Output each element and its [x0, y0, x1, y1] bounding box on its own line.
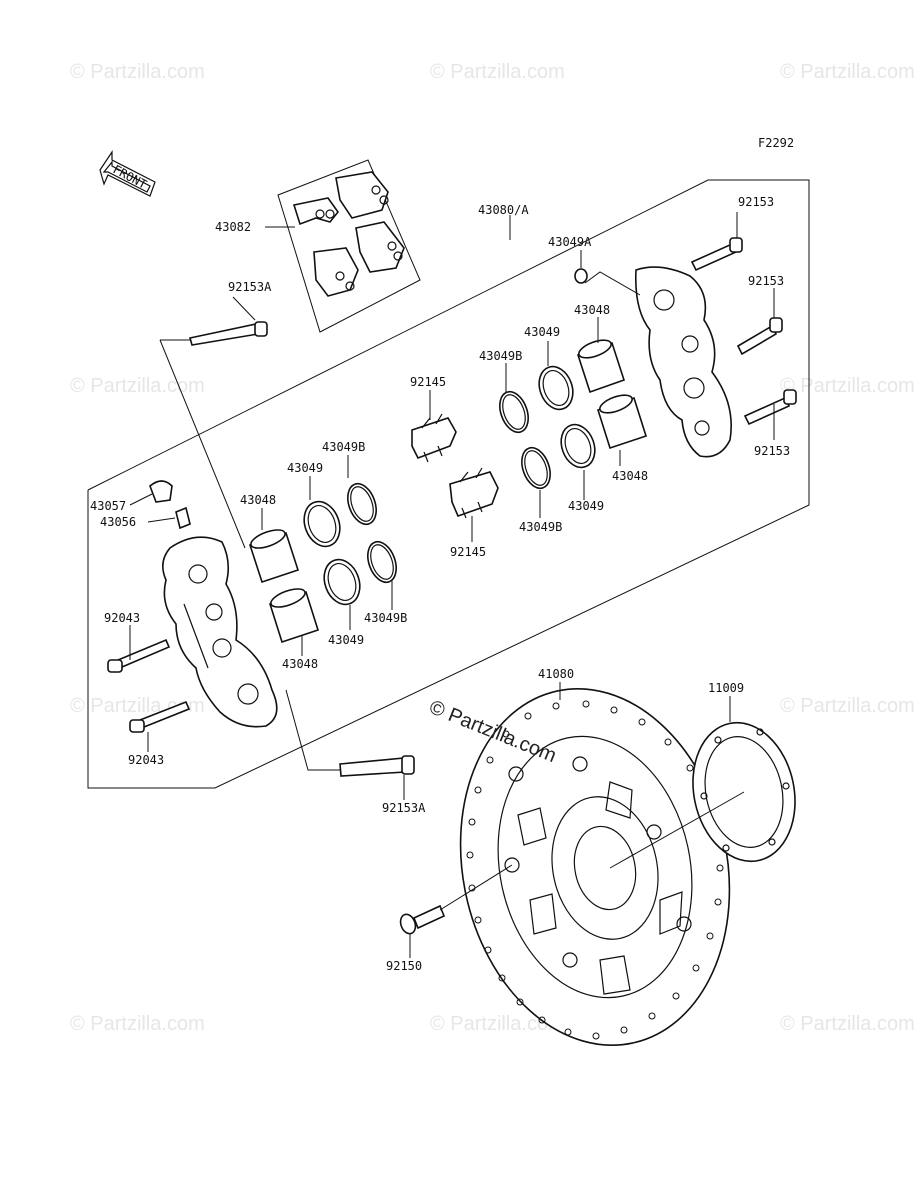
label-43056: 43056 — [100, 515, 136, 529]
cap-43057 — [149, 480, 173, 503]
label-11009: 11009 — [708, 681, 744, 695]
label-43049B-l2: 43049B — [364, 611, 407, 625]
bolt-92153-3 — [743, 389, 797, 426]
label-43048-mr: 43048 — [612, 469, 648, 483]
label-43049-l1: 43049 — [287, 461, 323, 475]
pad-spring-92145-bottom — [449, 467, 499, 519]
label-43049-mr: 43049 — [568, 499, 604, 513]
caliper-right — [634, 266, 732, 458]
label-43080A: 43080/A — [478, 203, 529, 217]
watermark: © Partzilla.com — [780, 695, 915, 717]
label-43049-tr: 43049 — [524, 325, 560, 339]
watermark: © Partzilla.com — [430, 1013, 565, 1035]
label-92153A-top: 92153A — [228, 280, 272, 294]
label-43049B-l1: 43049B — [322, 440, 365, 454]
watermark: © Partzilla.com — [780, 375, 915, 397]
watermark: © Partzilla.com — [70, 61, 205, 83]
label-43049B-tr: 43049B — [479, 349, 522, 363]
label-92145-bottom: 92145 — [450, 545, 486, 559]
pad-spring-92145-top — [411, 413, 457, 463]
bolt-92153A-bottom — [339, 755, 415, 777]
label-43049B-mr: 43049B — [519, 520, 562, 534]
label-43057: 43057 — [90, 499, 126, 513]
label-92153-1: 92153 — [738, 195, 774, 209]
front-arrow-icon: FRONT — [99, 150, 156, 197]
watermark: © Partzilla.com — [430, 61, 565, 83]
label-92153-3: 92153 — [754, 444, 790, 458]
figure-code: F2292 — [758, 136, 794, 150]
watermark: © Partzilla.com — [70, 1013, 205, 1035]
label-43048-l1: 43048 — [240, 493, 276, 507]
bolt-92153-2 — [736, 317, 783, 356]
caliper-left — [162, 536, 278, 728]
label-92150: 92150 — [386, 959, 422, 973]
watermark: © Partzilla.com — [780, 1013, 915, 1035]
label-41080: 41080 — [538, 667, 574, 681]
label-43049-l2: 43049 — [328, 633, 364, 647]
bolt-92153-1 — [690, 237, 743, 272]
watermarks: © Partzilla.com © Partzilla.com © Partzi… — [70, 61, 915, 1035]
bleeder-43056 — [175, 506, 191, 530]
label-43048-l2: 43048 — [282, 657, 318, 671]
label-43048-tr: 43048 — [574, 303, 610, 317]
label-92153A-bottom: 92153A — [382, 801, 426, 815]
label-92153-2: 92153 — [748, 274, 784, 288]
pistons-left — [248, 482, 397, 644]
label-92145-top: 92145 — [410, 375, 446, 389]
bolt-92043-top — [107, 638, 171, 673]
caliper-assembly-outline — [87, 179, 810, 789]
label-43049A: 43049A — [548, 235, 592, 249]
bolt-92153A-top — [188, 296, 268, 346]
front-label: FRONT — [111, 162, 149, 191]
brake-disc-41080 — [459, 688, 731, 1046]
bolt-92043-bottom — [129, 700, 191, 733]
label-92043-bottom: 92043 — [128, 753, 164, 767]
screw-92150 — [399, 904, 446, 935]
watermark: © Partzilla.com — [780, 61, 915, 83]
watermark: © Partzilla.com — [70, 375, 205, 397]
bleeder-nut-43049A — [574, 250, 588, 284]
label-43082: 43082 — [215, 220, 251, 234]
pistons-right — [499, 339, 647, 490]
label-92043-top: 92043 — [104, 611, 140, 625]
brake-pads — [277, 159, 421, 333]
